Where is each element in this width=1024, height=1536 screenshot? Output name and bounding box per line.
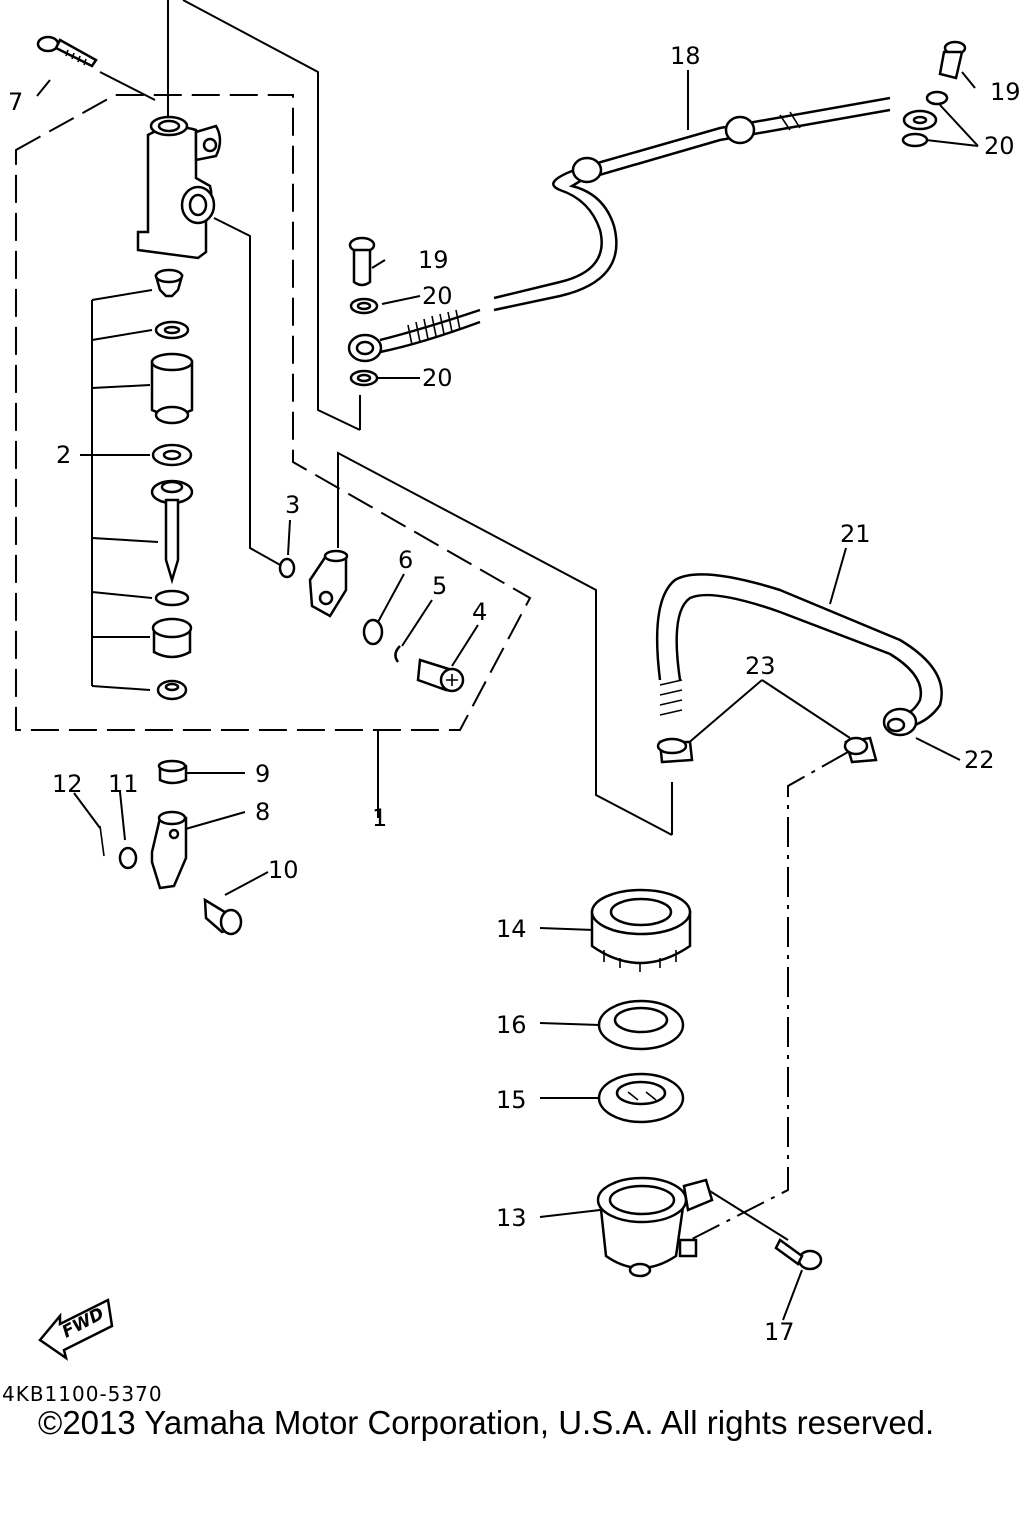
callout-8: 8	[255, 798, 270, 826]
callout-labels: 1 2 3 4 5 6 7 8 9 10 11 12 13 14 15 16 1…	[8, 42, 1021, 1346]
reservoir-stack	[590, 888, 823, 1278]
master-cylinder-body	[136, 115, 222, 260]
callout-13: 13	[496, 1204, 527, 1232]
callout-4: 4	[472, 598, 487, 626]
fwd-arrow-icon: FWD	[38, 1298, 114, 1361]
callout-22: 22	[964, 746, 995, 774]
callout-15: 15	[496, 1086, 527, 1114]
callout-20c: 20	[984, 132, 1015, 160]
callout-9: 9	[255, 760, 270, 788]
callout-20b: 20	[422, 364, 453, 392]
callout-19a: 19	[418, 246, 449, 274]
callout-16: 16	[496, 1011, 527, 1039]
brake-hose-18	[347, 40, 967, 387]
callout-3: 3	[285, 491, 300, 519]
callout-18: 18	[670, 42, 701, 70]
callout-10: 10	[268, 856, 299, 884]
callout-23: 23	[745, 652, 776, 680]
piston-kit-2	[150, 268, 194, 701]
drawing-code: 4KB1100-5370	[2, 1382, 163, 1406]
callout-2: 2	[56, 441, 71, 469]
callout-11: 11	[108, 770, 139, 798]
copyright-notice: ©2013 Yamaha Motor Corporation, U.S.A. A…	[38, 1404, 935, 1441]
assembly-boundary	[15, 94, 532, 731]
exploded-parts-diagram: FWD 1 2 3 4 5 6 7 8 9 10 11 12 13 14 15 …	[8, 0, 1021, 1361]
callout-21: 21	[840, 520, 871, 548]
leader-lines	[36, 0, 979, 1321]
callout-14: 14	[496, 915, 527, 943]
callout-1: 1	[372, 804, 387, 832]
callout-7: 7	[8, 88, 23, 116]
callout-6: 6	[398, 546, 413, 574]
reservoir-hose-21	[655, 573, 943, 764]
clevis-group-8-12	[99, 759, 243, 936]
callout-17: 17	[764, 1318, 795, 1346]
callout-5: 5	[432, 572, 447, 600]
fitting-group-3-6	[278, 549, 465, 693]
callout-12: 12	[52, 770, 83, 798]
callout-19b: 19	[990, 78, 1021, 106]
bolt-7	[36, 35, 98, 68]
callout-20a: 20	[422, 282, 453, 310]
